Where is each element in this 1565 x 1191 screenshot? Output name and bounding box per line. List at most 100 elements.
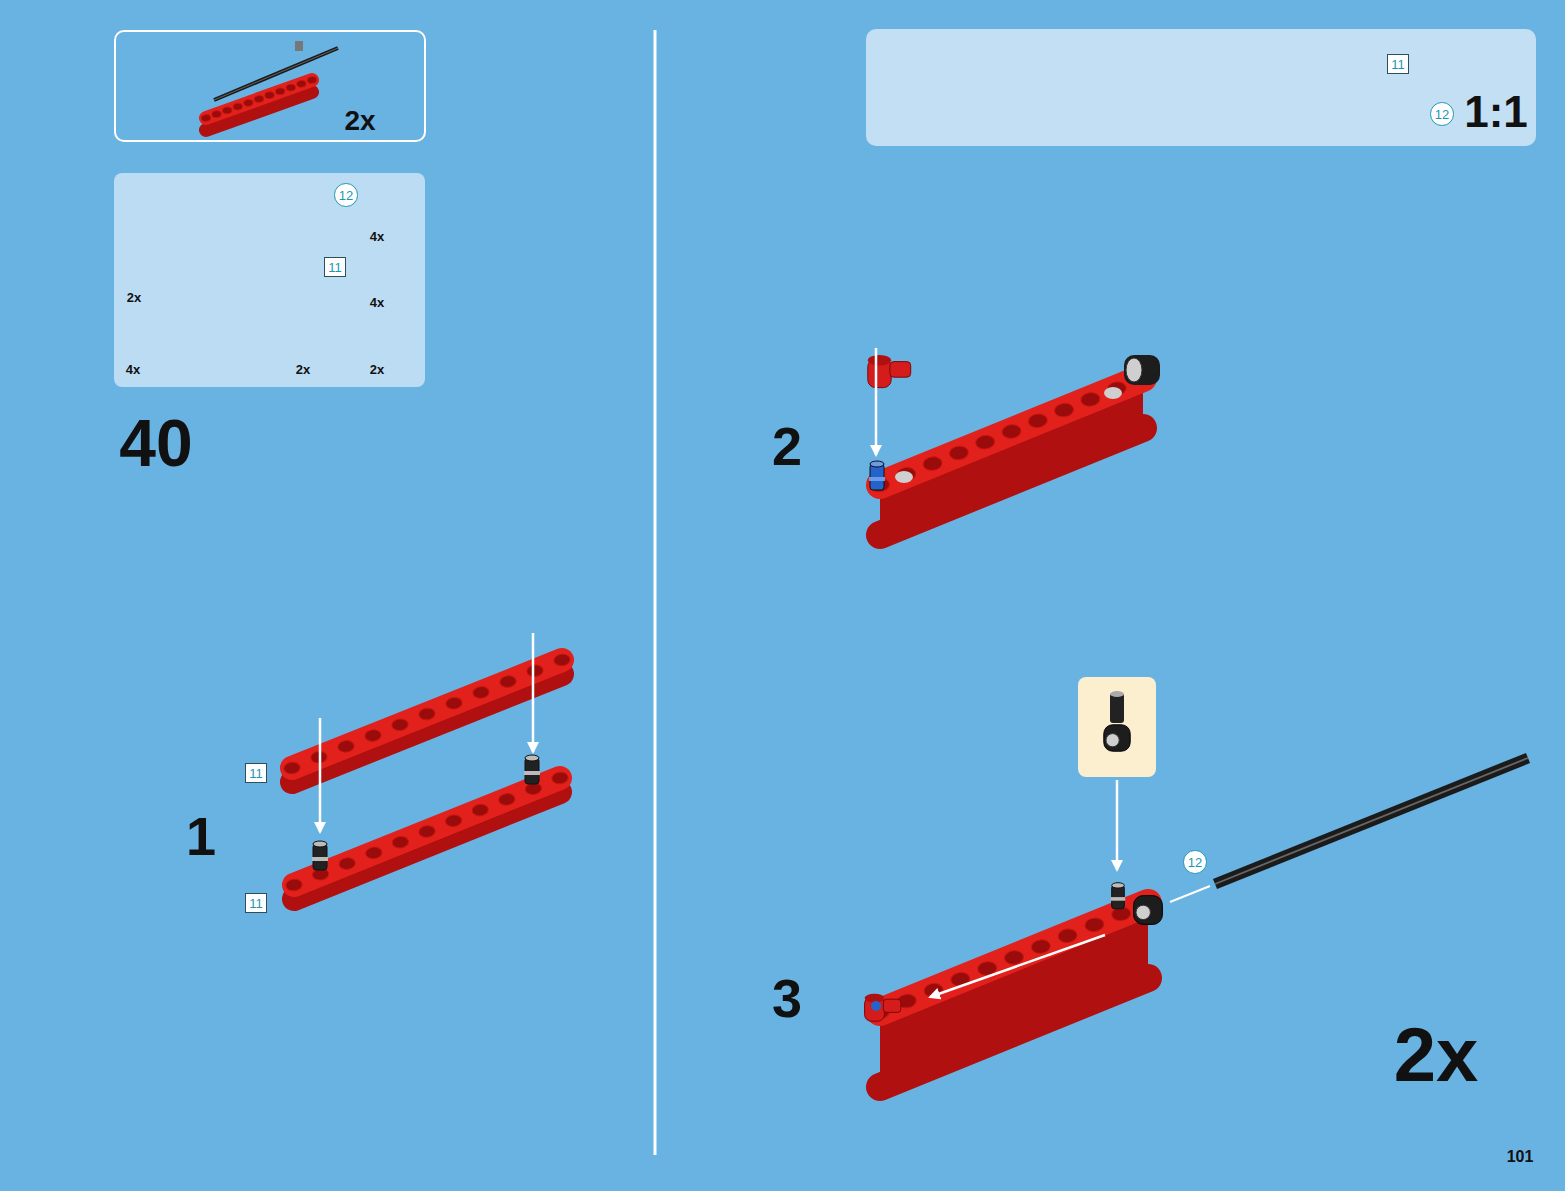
part-number: 11 (249, 897, 263, 910)
part-number: 11 (249, 767, 263, 780)
quantity-text: 2x (370, 363, 384, 376)
part-number-box: 11 (324, 257, 347, 277)
connector-hole (1106, 734, 1119, 747)
axle (214, 48, 338, 100)
pin-collar (1111, 897, 1125, 901)
page-number: 101 (1507, 1149, 1534, 1165)
beam-side (880, 903, 1148, 1087)
black-connector (1134, 896, 1163, 925)
pin-collar (524, 771, 540, 775)
beam-hole (551, 771, 569, 784)
blue-pin-end (871, 1001, 881, 1011)
beam-hole (275, 88, 285, 96)
beam-side (206, 80, 312, 130)
beam-hole (201, 114, 211, 122)
part-number-circle: 12 (1430, 102, 1453, 125)
beam-hole (1054, 402, 1074, 418)
beam-top (880, 378, 1143, 485)
bush-hole (1126, 358, 1142, 382)
black-bush (1124, 355, 1160, 385)
beam-hole (364, 729, 382, 742)
beam-hole (499, 675, 517, 688)
beam-hole (233, 103, 243, 111)
beam-side (292, 660, 562, 782)
pin-collar (869, 477, 885, 481)
connector-arm (1110, 693, 1124, 723)
beam-hole (254, 95, 264, 103)
quantity-text: 4x (370, 230, 384, 243)
pin (525, 758, 539, 784)
part-number-box: 11 (245, 763, 268, 783)
part-number-circle: 12 (334, 183, 357, 206)
black-connector (1104, 725, 1130, 751)
beam-hole (472, 686, 490, 699)
part-number-circle: 12 (1183, 850, 1206, 873)
beam-hole (949, 445, 969, 461)
column-divider (654, 30, 657, 1155)
assembly-arrow (930, 935, 1105, 997)
beam-hole (222, 107, 232, 115)
bush-hole (1104, 387, 1122, 399)
pin-end (313, 841, 327, 847)
beam-hole (1084, 917, 1104, 933)
submodel-callout: 2x (114, 30, 426, 142)
beam-hole (526, 664, 544, 677)
technic-beam (870, 895, 1158, 1087)
technic-beam (870, 370, 1153, 535)
connector-arm (890, 362, 911, 378)
part-number-box: 11 (1387, 54, 1410, 74)
beam-hole (471, 803, 489, 816)
part-callout (1078, 677, 1156, 777)
beam-hole (283, 761, 301, 774)
substep-number: 2 (772, 419, 802, 473)
beam-hole (338, 857, 356, 870)
substep-number: 1 (186, 809, 216, 863)
technic-beam (283, 653, 571, 782)
beam-hole (1028, 413, 1048, 429)
beam-hole (418, 825, 436, 838)
quantity-text: 4x (126, 363, 140, 376)
pin-collar (312, 857, 328, 861)
beam-top (880, 903, 1148, 1012)
beam-hole (265, 91, 275, 99)
quantity-text: 4x (370, 296, 384, 309)
beam-hole (307, 76, 317, 84)
pin-end (870, 461, 884, 467)
assembly-arrow (1116, 780, 1119, 870)
quantity-text: 2x (344, 107, 375, 135)
beam-hole (418, 707, 436, 720)
connector-arm (883, 999, 901, 1012)
beam-top (206, 80, 312, 118)
beam-hole (445, 814, 463, 827)
assembly-arrow (875, 348, 878, 455)
beam-hole (337, 740, 355, 753)
substep-number: 3 (772, 971, 802, 1025)
part-number-box: 11 (245, 893, 268, 913)
beam-side (294, 778, 560, 899)
beam-top (294, 778, 560, 885)
beam-hole (1001, 424, 1021, 440)
guide-line (1170, 886, 1210, 902)
bush-hole (895, 471, 913, 483)
pin-end (1112, 883, 1125, 888)
beam-hole (285, 878, 303, 891)
beam-hole (296, 80, 306, 88)
beam-hole (1057, 928, 1077, 944)
scale-panel: 11121:1 (866, 29, 1536, 146)
beam-hole (498, 793, 516, 806)
beam-hole (391, 718, 409, 731)
technic-beam (201, 76, 317, 130)
beam-hole (243, 99, 253, 107)
beam-hole (392, 836, 410, 849)
step-number: 40 (119, 410, 192, 476)
quantity-text: 2x (127, 291, 141, 304)
beam-hole (286, 84, 296, 92)
beam-hole (553, 653, 571, 666)
axle (1215, 758, 1528, 884)
beam-hole (922, 456, 942, 472)
assembly-arrow (532, 633, 535, 752)
assembly-arrow (319, 718, 322, 832)
beam-hole (1031, 939, 1051, 955)
beam-hole (445, 697, 463, 710)
